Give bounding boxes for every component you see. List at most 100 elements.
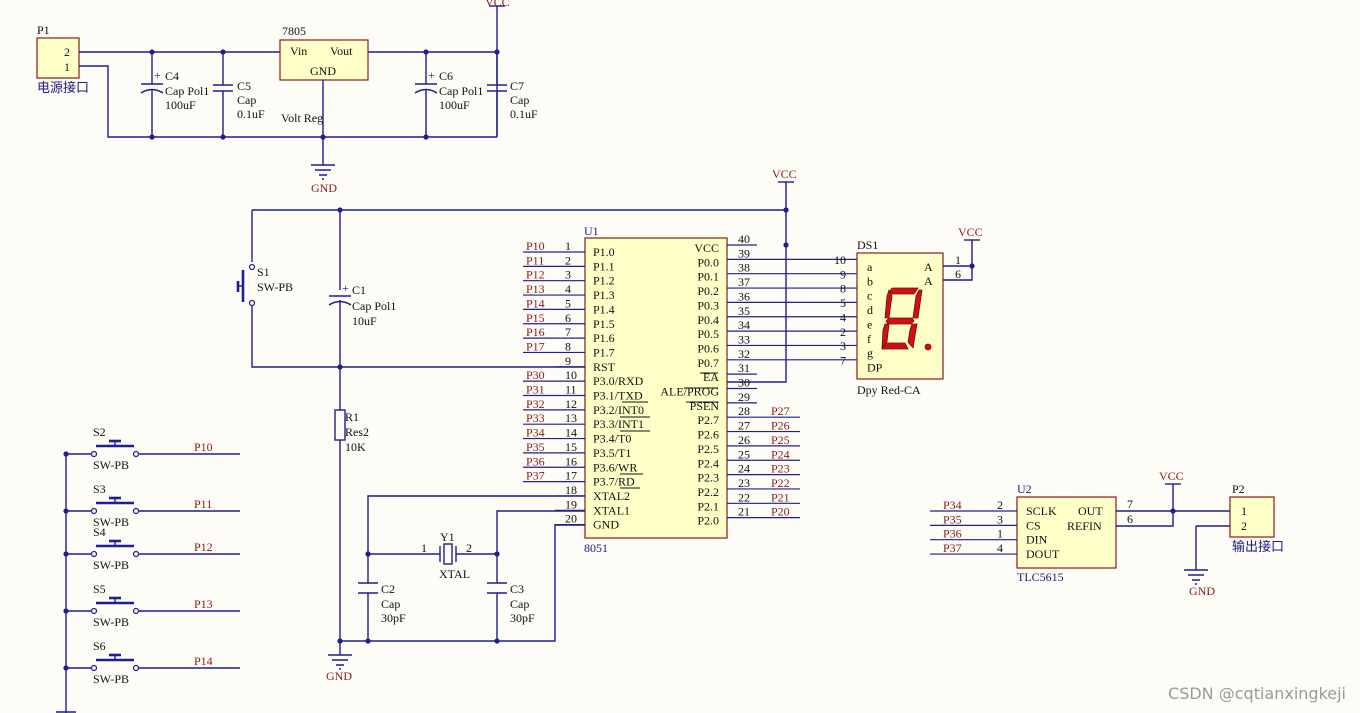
capacitor-c1[interactable]: +: [328, 281, 352, 306]
button-s2[interactable]: [63, 439, 240, 458]
gnd-label-output: GND: [1189, 584, 1215, 598]
mcu-pin-name-34: P0.5: [697, 327, 719, 341]
s3-ref: S3: [93, 482, 106, 496]
wire-reset-switch: [251, 210, 585, 368]
s4-desc: SW-PB: [93, 558, 129, 572]
mcu-pin-num-37: 37: [738, 275, 750, 289]
mcu-pin-num-17: 17: [565, 469, 577, 483]
s6-desc: SW-PB: [93, 672, 129, 686]
mcu-pin-num-34: 34: [738, 318, 750, 332]
mcu-pin-num-39: 39: [738, 246, 750, 260]
p2-connector[interactable]: [1229, 496, 1275, 538]
p2-ref: P2: [1232, 482, 1245, 496]
mcu-pin-num-9: 9: [565, 354, 571, 368]
mcu-pin-num-30: 30: [738, 376, 750, 390]
p2-pin-2: 2: [1241, 519, 1247, 533]
mcu-pin-name-7: P1.6: [593, 331, 615, 345]
p1-connector[interactable]: [36, 37, 80, 79]
mcu-pin-name-11: P3.1/TXD: [593, 389, 643, 403]
net-label-P33: P33: [526, 411, 545, 425]
capacitor-c2[interactable]: [358, 582, 378, 594]
capacitor-c4[interactable]: +: [140, 52, 164, 137]
regulator-vin: Vin: [290, 44, 307, 58]
switch-s1[interactable]: [236, 263, 256, 307]
mcu-pin-num-33: 33: [738, 332, 750, 346]
mcu-pin-num-32: 32: [738, 347, 750, 361]
mcu-pin-num-26: 26: [738, 433, 750, 447]
button-s4[interactable]: [63, 539, 240, 558]
c5-ref: C5: [237, 79, 251, 93]
s6-ref: S6: [93, 639, 106, 653]
dac-part: TLC5615: [1017, 570, 1064, 584]
mcu-pin-name-23: P2.2: [697, 485, 719, 499]
common-a-2-pin: 6: [955, 267, 961, 281]
net-label-P15: P15: [526, 311, 545, 325]
mcu-pin-name-21: P2.0: [697, 514, 719, 528]
mcu-pin-num-19: 19: [565, 497, 577, 511]
net-label-P20: P20: [771, 505, 790, 519]
net-label-P25: P25: [771, 433, 790, 447]
dac-pin-name-din: DIN: [1026, 533, 1048, 547]
c5-desc: Cap: [237, 93, 256, 107]
vcc-label-top: VCC: [485, 0, 510, 9]
crystal-y1[interactable]: [439, 543, 457, 565]
c5-value: 0.1uF: [237, 107, 265, 121]
crystal-section: Y1 1 2 XTAL C2 Cap 30pF C3 Cap 30pF GND: [326, 495, 585, 683]
c1-desc: Cap Pol1: [352, 299, 396, 313]
mcu-pin-name-36: P0.3: [697, 298, 719, 312]
capacitor-c5[interactable]: [213, 52, 233, 137]
watermark: CSDN @cqtianxingkeji: [1168, 684, 1346, 703]
resistor-r1[interactable]: [334, 409, 346, 441]
capacitor-c6[interactable]: +: [414, 52, 438, 137]
y1-pin2: 2: [466, 541, 472, 555]
wire-mcu-gnd: [340, 524, 585, 642]
button-s5[interactable]: [63, 596, 240, 615]
mcu-pin-name-35: P0.4: [697, 313, 719, 327]
c7-ref: C7: [510, 79, 524, 93]
mcu-pin-num-24: 24: [738, 462, 750, 476]
mcu-pin-num-35: 35: [738, 304, 750, 318]
mcu-pin-num-36: 36: [738, 289, 750, 303]
mcu-body[interactable]: [584, 237, 728, 539]
mcu-pin-name-14: P3.4/T0: [593, 432, 631, 446]
dac-body[interactable]: [1016, 496, 1117, 569]
capacitor-c3[interactable]: [487, 582, 507, 594]
common-a-2-name: A: [924, 274, 933, 288]
net-label-P23: P23: [771, 462, 790, 476]
display-body[interactable]: [856, 252, 944, 380]
net-label-P22: P22: [771, 476, 790, 490]
mcu-pin-name-32: P0.7: [697, 356, 719, 370]
p2-pin-1: 1: [1241, 504, 1247, 518]
vcc-label-mcu: VCC: [772, 167, 797, 181]
c2-ref: C2: [381, 582, 395, 596]
mcu-pin-name-40: VCC: [694, 241, 719, 255]
vcc-label-display: VCC: [958, 225, 983, 239]
regulator-desc: Volt Reg: [281, 111, 323, 125]
capacitor-c7[interactable]: [487, 52, 507, 137]
dac-pin-num-4: 4: [997, 541, 1003, 555]
dac-net-P34: P34: [943, 498, 962, 512]
s4-ref: S4: [93, 525, 106, 539]
button-s3[interactable]: [63, 496, 240, 515]
net-label-P11: P11: [526, 253, 544, 267]
net-label-P31: P31: [526, 383, 545, 397]
segment-name-d: d: [867, 303, 873, 317]
dac-out-name: OUT: [1078, 504, 1103, 518]
c1-ref: C1: [352, 283, 366, 297]
regulator-7805[interactable]: [279, 39, 369, 81]
mcu-pin-name-26: P2.5: [697, 442, 719, 456]
net-label-P30: P30: [526, 368, 545, 382]
net-label-P36: P36: [526, 454, 545, 468]
button-s6[interactable]: [63, 653, 240, 672]
p2-label: 输出接口: [1232, 539, 1284, 555]
mcu-pin-name-18: XTAL2: [593, 489, 630, 503]
regulator-gnd: GND: [310, 64, 336, 78]
dac-out-num: 7: [1127, 497, 1133, 511]
c6-ref: C6: [439, 69, 453, 83]
svg-text:+: +: [342, 281, 349, 295]
display-ref: DS1: [857, 238, 878, 252]
segment-name-c: c: [867, 289, 872, 303]
net-label-P32: P32: [526, 397, 545, 411]
